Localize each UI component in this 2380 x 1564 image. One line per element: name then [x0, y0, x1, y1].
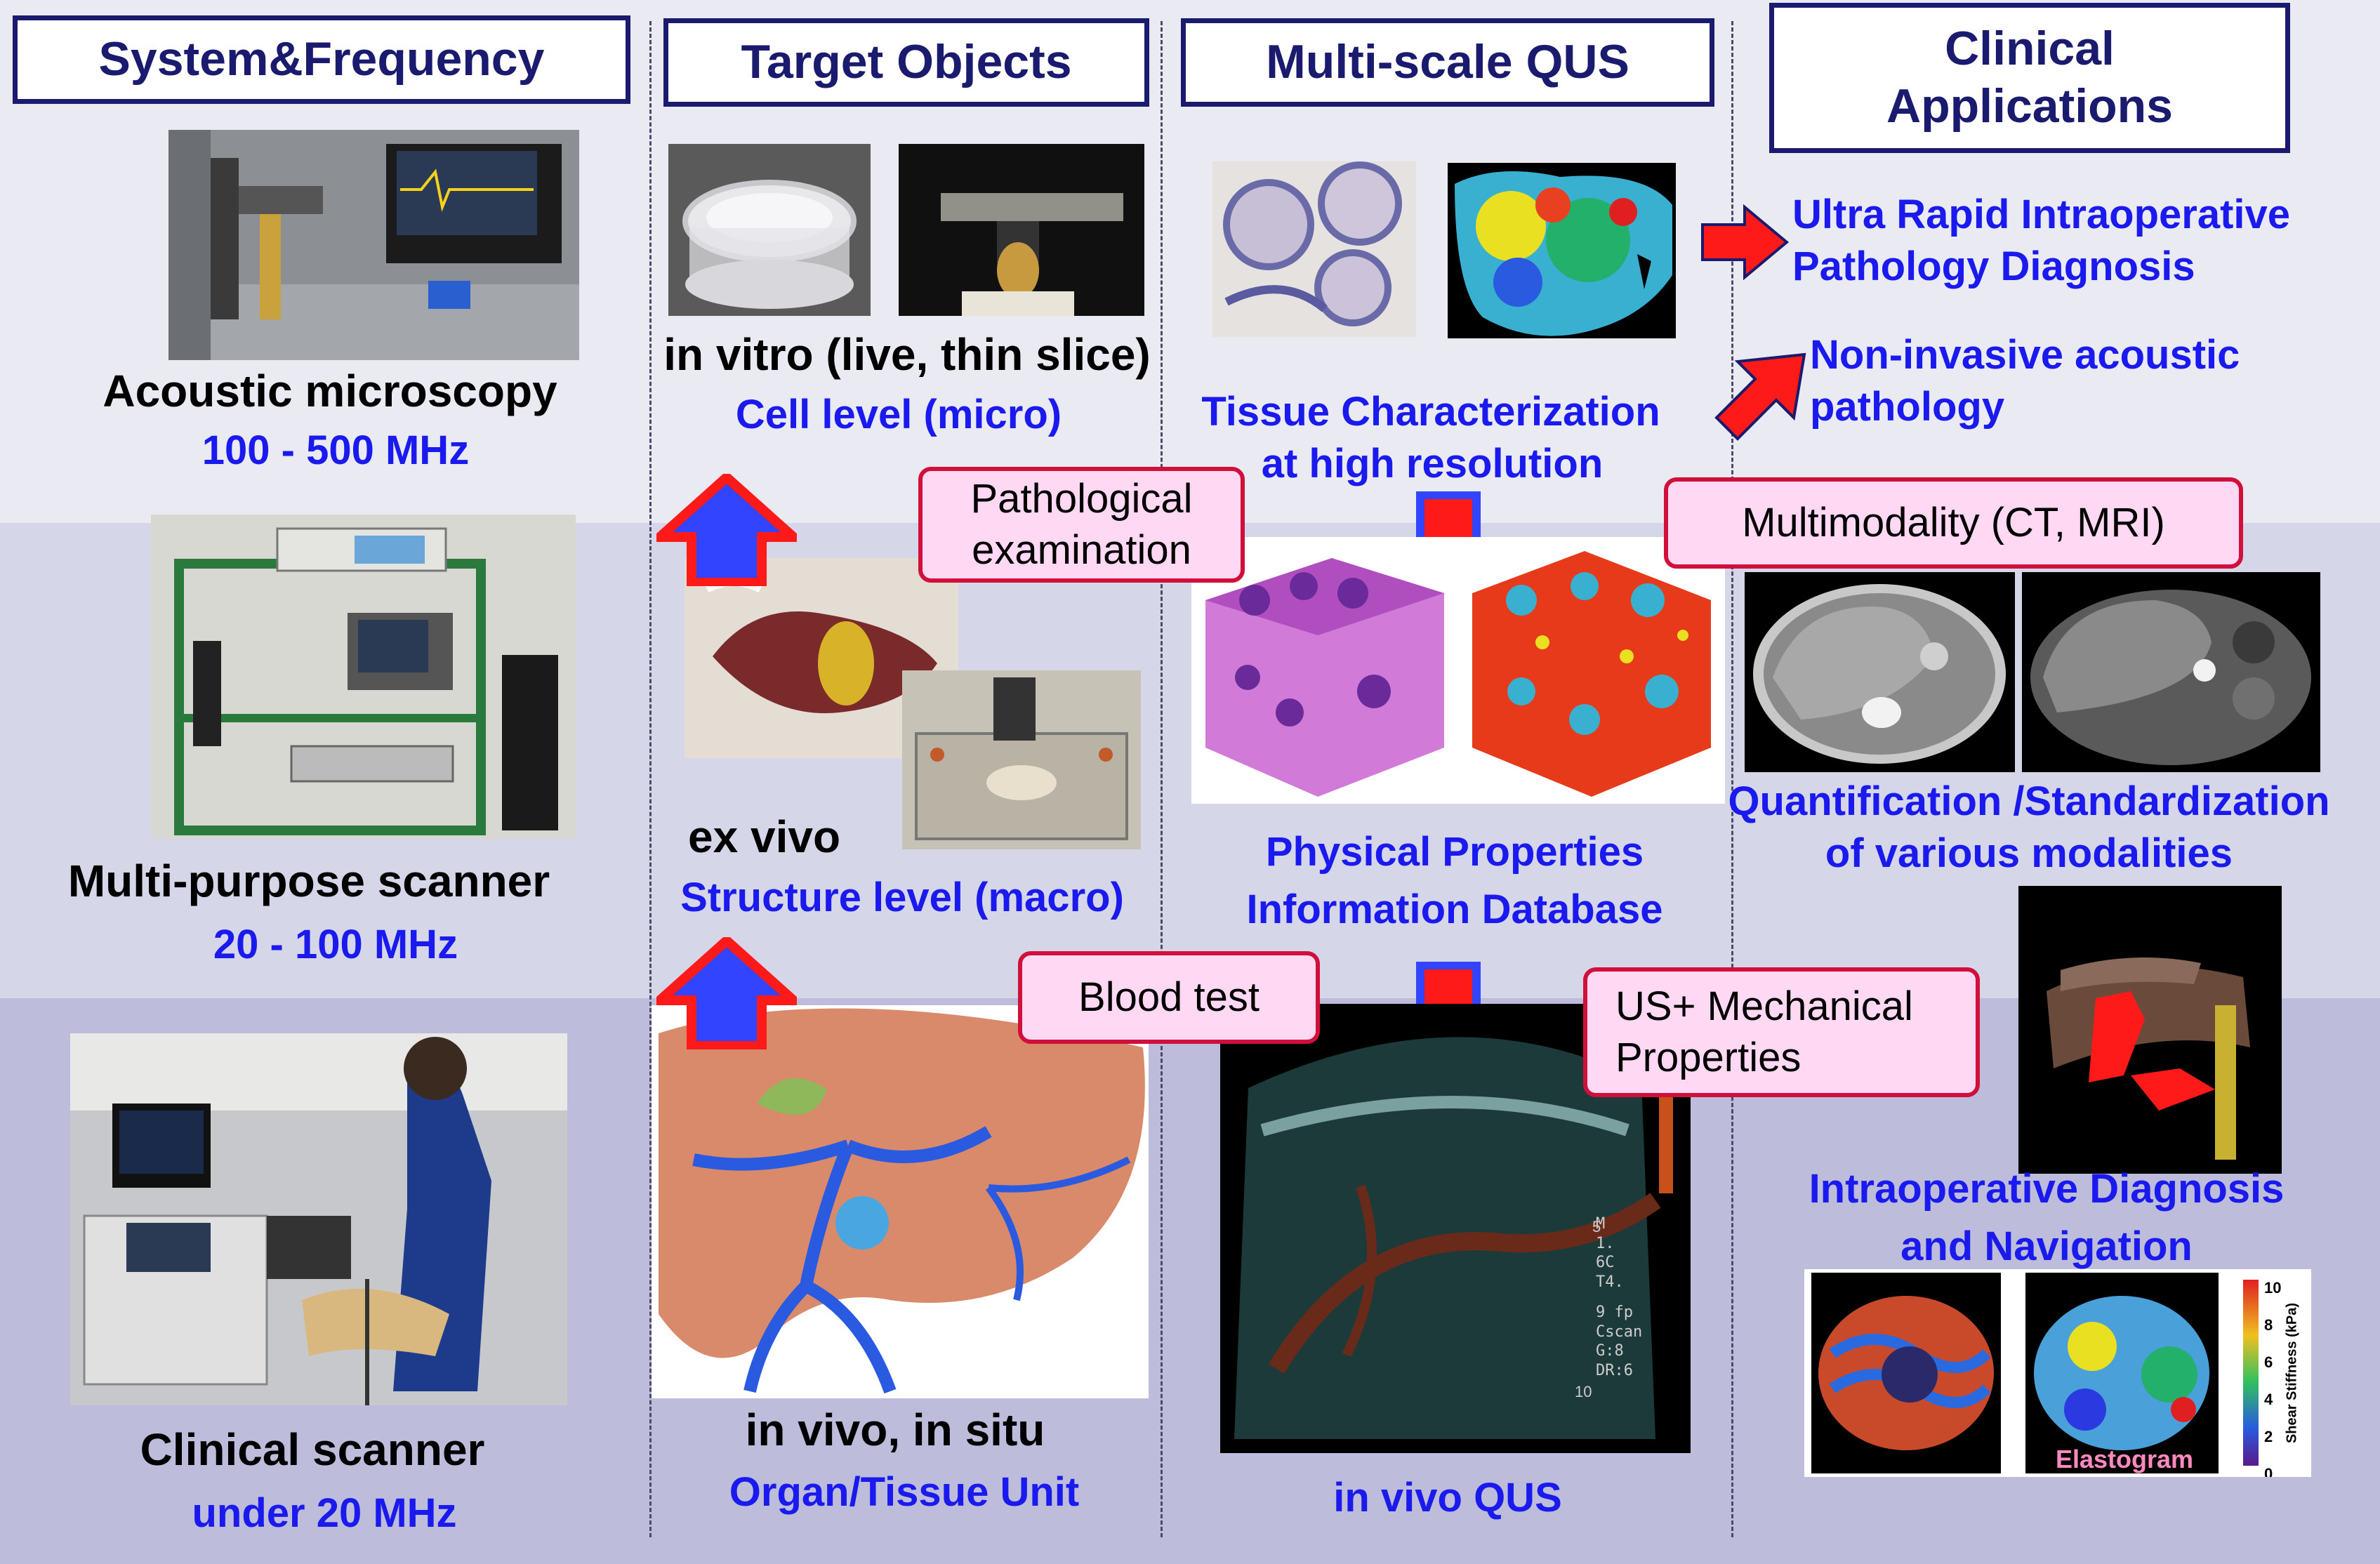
in-vitro-slide-photo: [899, 144, 1144, 316]
qus-database-line1: Physical Properties: [1265, 829, 1644, 875]
target-name-in-vitro: in vitro (live, thin slice): [663, 329, 1151, 380]
ex-vivo-tank-photo: [902, 670, 1141, 849]
header-clinical-applications: Clinical Applications: [1769, 3, 2290, 153]
clinical-quantification-line2: of various modalities: [1825, 830, 2233, 876]
target-level-in-vivo: Organ/Tissue Unit: [729, 1469, 1080, 1515]
in-vitro-dish-photo: [668, 144, 871, 316]
clinical-quantification-line1: Quantification /Standardization: [1728, 778, 2330, 824]
callout-multimodality: Multimodality (CT, MRI): [1664, 477, 2243, 569]
elastogram-tick: 0: [2264, 1465, 2273, 1477]
elastogram-label: Elastogram: [2056, 1445, 2194, 1473]
diagonal-arrow-noninvasive: [1714, 352, 1806, 441]
elastogram-tick-labels: 10 8 6 4 2 0: [2264, 1269, 2285, 1477]
acoustic-impedance-map: [1448, 163, 1676, 338]
in-vivo-liver-illustration: [652, 1005, 1149, 1398]
callout-pathological-examination: Pathological examination: [918, 467, 1245, 583]
column-divider-2: [1161, 21, 1163, 1537]
3d-navigation-render: [2018, 886, 2282, 1174]
elastogram-tick: 2: [2264, 1428, 2273, 1445]
elastogram-tick: 4: [2264, 1391, 2273, 1408]
qus-tissue-characterization-line1: Tissue Characterization: [1201, 389, 1660, 435]
header-target-objects: Target Objects: [663, 18, 1149, 107]
clinical-noninvasive-line1: Non-invasive acoustic: [1810, 332, 2240, 378]
elastogram-tick: 10: [2264, 1279, 2282, 1297]
up-arrow-to-cell-level: [656, 474, 797, 586]
3d-tissue-cubes-image: [1191, 537, 1725, 804]
header-multiscale-qus: Multi-scale QUS: [1181, 18, 1714, 107]
target-level-ex-vivo: Structure level (macro): [680, 875, 1124, 920]
multipurpose-scanner-photo: [151, 515, 576, 839]
elastogram-tick: 8: [2264, 1316, 2273, 1334]
column-divider-1: [649, 21, 652, 1537]
target-level-in-vitro: Cell level (micro): [735, 392, 1062, 437]
clinical-intraoperative-line1: Intraoperative Diagnosis: [1809, 1166, 2285, 1212]
right-arrow-ultra-rapid: [1701, 204, 1790, 281]
clinical-scanner-photo: [70, 1033, 567, 1405]
clinical-intraoperative-line2: and Navigation: [1900, 1224, 2193, 1269]
ultrasound-depth-5: 5: [1592, 1218, 1601, 1235]
system-name-multipurpose-scanner: Multi-purpose scanner: [67, 856, 550, 906]
histology-stain-image: [1212, 161, 1416, 337]
column-divider-3: [1731, 21, 1733, 1537]
system-name-acoustic-microscopy: Acoustic microscopy: [103, 366, 557, 416]
ct-scan-image: [1745, 572, 2015, 772]
callout-blood-test: Blood test: [1018, 951, 1320, 1044]
ultrasound-settings-readout: M 1. 6C T4. 9 fp Cscan G:8 DR:6: [1596, 1215, 1643, 1379]
clinical-ultra-rapid-line2: Pathology Diagnosis: [1792, 244, 2195, 289]
callout-mechanical-properties: US+ Mechanical Properties: [1583, 967, 1980, 1097]
clinical-noninvasive-line2: pathology: [1810, 384, 2005, 430]
mri-scan-image: [2022, 572, 2320, 772]
elastogram-axis-label: Shear Stiffness (kPa): [2284, 1302, 2300, 1444]
qus-in-vivo-label: in vivo QUS: [1333, 1475, 1562, 1520]
up-arrow-to-structure-level: [656, 937, 797, 1049]
acoustic-microscope-photo: [168, 130, 579, 360]
system-freq-acoustic-microscopy: 100 - 500 MHz: [201, 428, 470, 473]
qus-database-line2: Information Database: [1246, 887, 1663, 932]
elastography-panel: Elastogram 10 8 6 4 2 0 Shear Stiffness …: [1804, 1269, 2311, 1477]
target-name-ex-vivo: ex vivo: [688, 811, 841, 862]
header-system-frequency: System&Frequency: [13, 15, 630, 104]
qus-tissue-characterization-line2: at high resolution: [1261, 441, 1604, 486]
elastogram-tick: 6: [2264, 1353, 2273, 1371]
ultrasound-depth-10: 10: [1575, 1383, 1592, 1400]
system-freq-multipurpose-scanner: 20 - 100 MHz: [213, 922, 458, 967]
system-freq-clinical-scanner: under 20 MHz: [192, 1490, 457, 1536]
system-name-clinical-scanner: Clinical scanner: [140, 1424, 485, 1475]
target-name-in-vivo: in vivo, in situ: [745, 1405, 1045, 1455]
in-vivo-ultrasound-image: M 1. 6C T4. 9 fp Cscan G:8 DR:6 5 10: [1220, 1004, 1691, 1453]
clinical-ultra-rapid-line1: Ultra Rapid Intraoperative: [1792, 192, 2291, 237]
